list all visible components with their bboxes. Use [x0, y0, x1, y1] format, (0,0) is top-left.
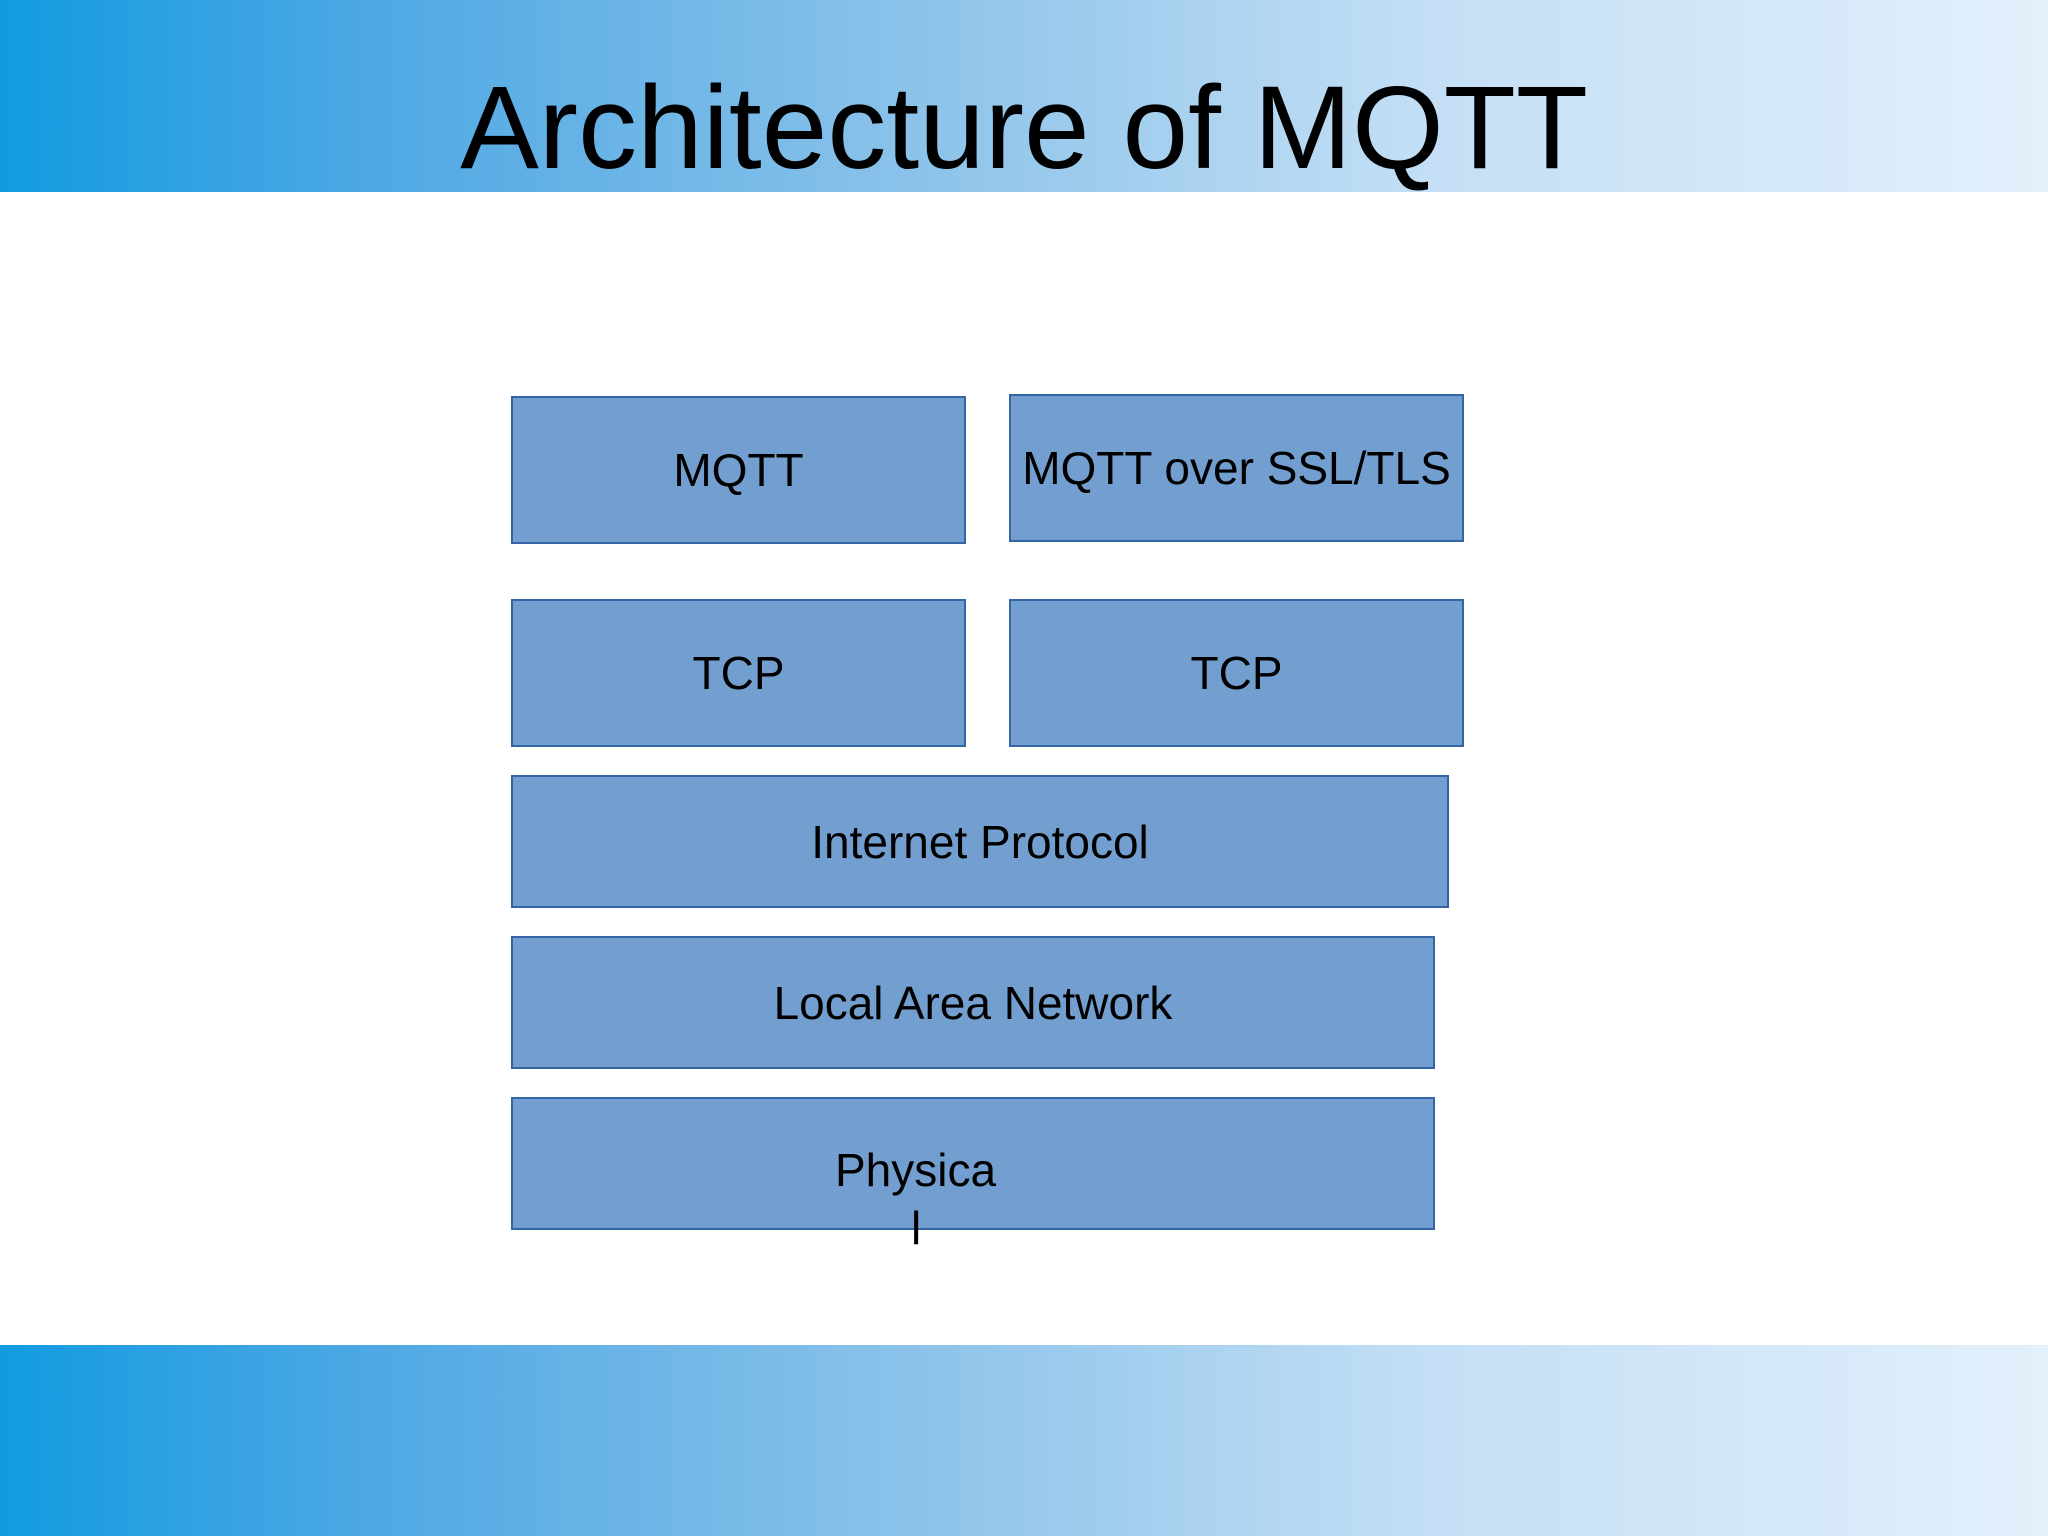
header-gradient-band — [0, 0, 2048, 192]
layer-physical-label: Physica l — [835, 1141, 1035, 1257]
layer-local-area-network-label: Local Area Network — [773, 976, 1173, 1029]
layer-local-area-network: Local Area Network — [511, 936, 1435, 1069]
layer-physical: Physica l — [511, 1097, 1435, 1254]
layer-physical-label-line2: l — [911, 1202, 922, 1254]
layer-tcp-right-label: TCP — [1190, 647, 1283, 699]
layer-physical-label-line1: Physica — [835, 1144, 997, 1196]
layer-tcp-left-label: TCP — [692, 647, 785, 699]
slide-title: Architecture of MQTT — [460, 62, 1588, 194]
layer-tcp-left: TCP — [511, 599, 966, 747]
layer-internet-protocol: Internet Protocol — [511, 775, 1449, 908]
layer-mqtt-label: MQTT — [673, 444, 804, 496]
layer-internet-protocol-label: Internet Protocol — [811, 815, 1149, 868]
layer-mqtt-over-ssl-tls: MQTT over SSL/TLS — [1009, 394, 1464, 542]
layer-tcp-right: TCP — [1009, 599, 1464, 747]
footer-gradient-band — [0, 1345, 2048, 1536]
layer-mqtt-ssl-label: MQTT over SSL/TLS — [1022, 442, 1451, 494]
layer-mqtt: MQTT — [511, 396, 966, 544]
